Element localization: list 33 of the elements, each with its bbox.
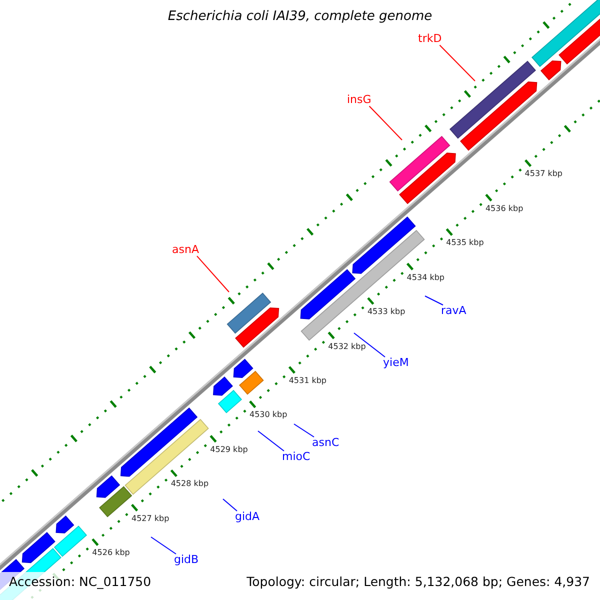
genome-summary-text: Topology: circular; Length: 5,132,068 bp; Genes: 4,937	[246, 575, 590, 589]
gene-label: yieM	[383, 357, 409, 370]
gene-label: trkD	[418, 33, 442, 46]
tick-label: 4536 kbp	[485, 204, 524, 214]
tick-label: 4527 kbp	[132, 514, 170, 524]
leader-line	[294, 424, 314, 438]
leader-line	[222, 498, 238, 512]
gene-label: ravA	[441, 305, 466, 318]
tick-label: 4528 kbp	[170, 480, 209, 490]
gene-label: gidB	[174, 554, 199, 566]
tick-label: 4529 kbp	[210, 446, 248, 455]
accession-text: Accession: NC_011750	[9, 575, 152, 589]
tick-label: 4531 kbp	[288, 377, 327, 386]
gene-label: asnA	[172, 244, 199, 256]
tick-label: 4534 kbp	[406, 274, 444, 282]
leader-line	[368, 106, 402, 140]
gene-label: mioC	[282, 451, 310, 464]
leader-line	[354, 332, 386, 358]
tick-label: 4533 kbp	[367, 308, 406, 317]
leader-line	[258, 430, 284, 452]
tick-label: 4530 kbp	[249, 411, 288, 420]
tick-label: 4535 kbp	[446, 239, 484, 248]
leader-line	[196, 256, 230, 292]
gene-label: insG	[347, 94, 372, 106]
title: Escherichia coli IAI39, complete genome	[166, 10, 434, 24]
tick-label: 4526 kbp	[92, 549, 130, 558]
leader-line	[150, 536, 176, 554]
gene-label: asnC	[312, 437, 340, 450]
tick-label: 4532 kbp	[328, 342, 366, 352]
leader-line	[439, 44, 476, 82]
tick-label: 4537 kbp	[524, 170, 562, 180]
gene-label: gidA	[235, 511, 260, 524]
leader-line	[424, 296, 444, 306]
